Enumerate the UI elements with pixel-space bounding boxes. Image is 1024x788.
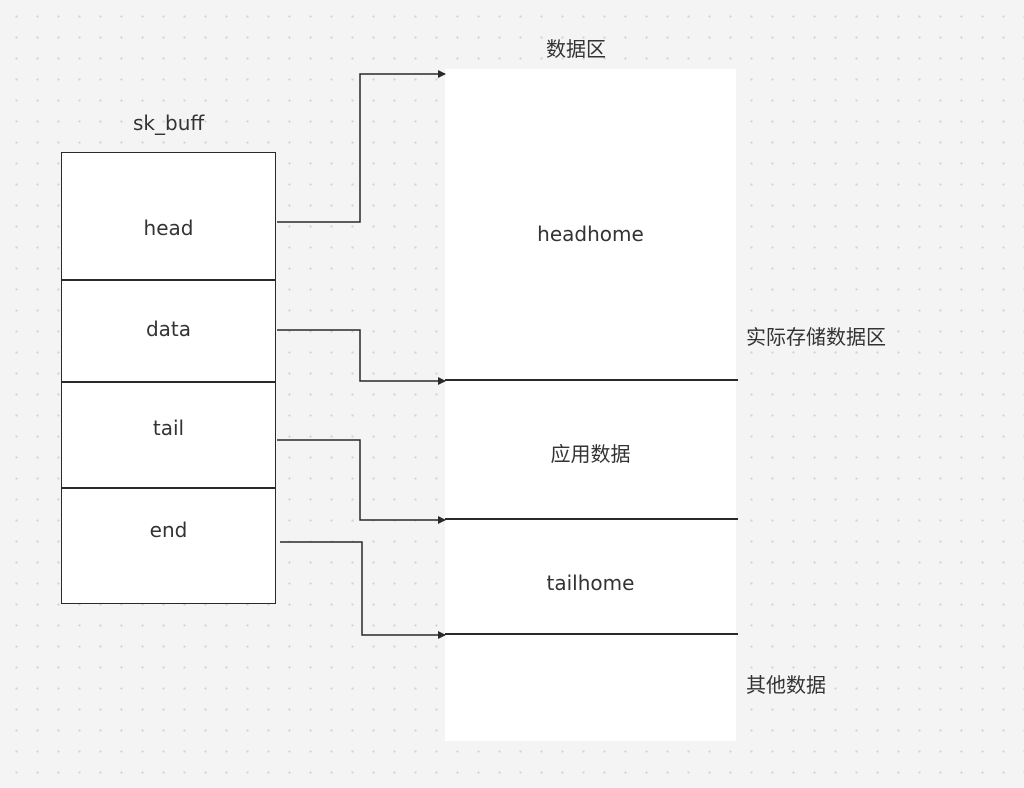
data-area: headhome 应用数据 tailhome [445, 69, 738, 741]
field-data: data [62, 279, 275, 381]
data-area-title: 数据区 [546, 37, 606, 61]
field-tail-label: tail [152, 416, 185, 440]
field-head-label: head [143, 216, 194, 240]
region-headhome-label: headhome [537, 222, 644, 246]
field-end: end [62, 487, 275, 605]
sk-buff-title: sk_buff [133, 111, 205, 135]
region-tailhome-label: tailhome [546, 571, 635, 595]
other-data-label: 其他数据 [746, 673, 826, 697]
divider-data [445, 379, 738, 381]
actual-storage-label: 实际存储数据区 [746, 325, 886, 349]
field-end-label: end [149, 518, 188, 542]
head-pointer-arrow [277, 70, 446, 223]
field-data-label: data [145, 317, 192, 341]
data-pointer-arrow [277, 329, 446, 385]
field-tail: tail [62, 381, 275, 487]
region-app-data-label: 应用数据 [550, 442, 631, 466]
field-head: head [62, 153, 275, 279]
tail-pointer-arrow [277, 439, 446, 524]
end-pointer-arrow [280, 541, 446, 639]
divider-end [445, 633, 738, 635]
sk-buff-struct: head data tail end [61, 152, 276, 604]
divider-tail [445, 518, 738, 520]
